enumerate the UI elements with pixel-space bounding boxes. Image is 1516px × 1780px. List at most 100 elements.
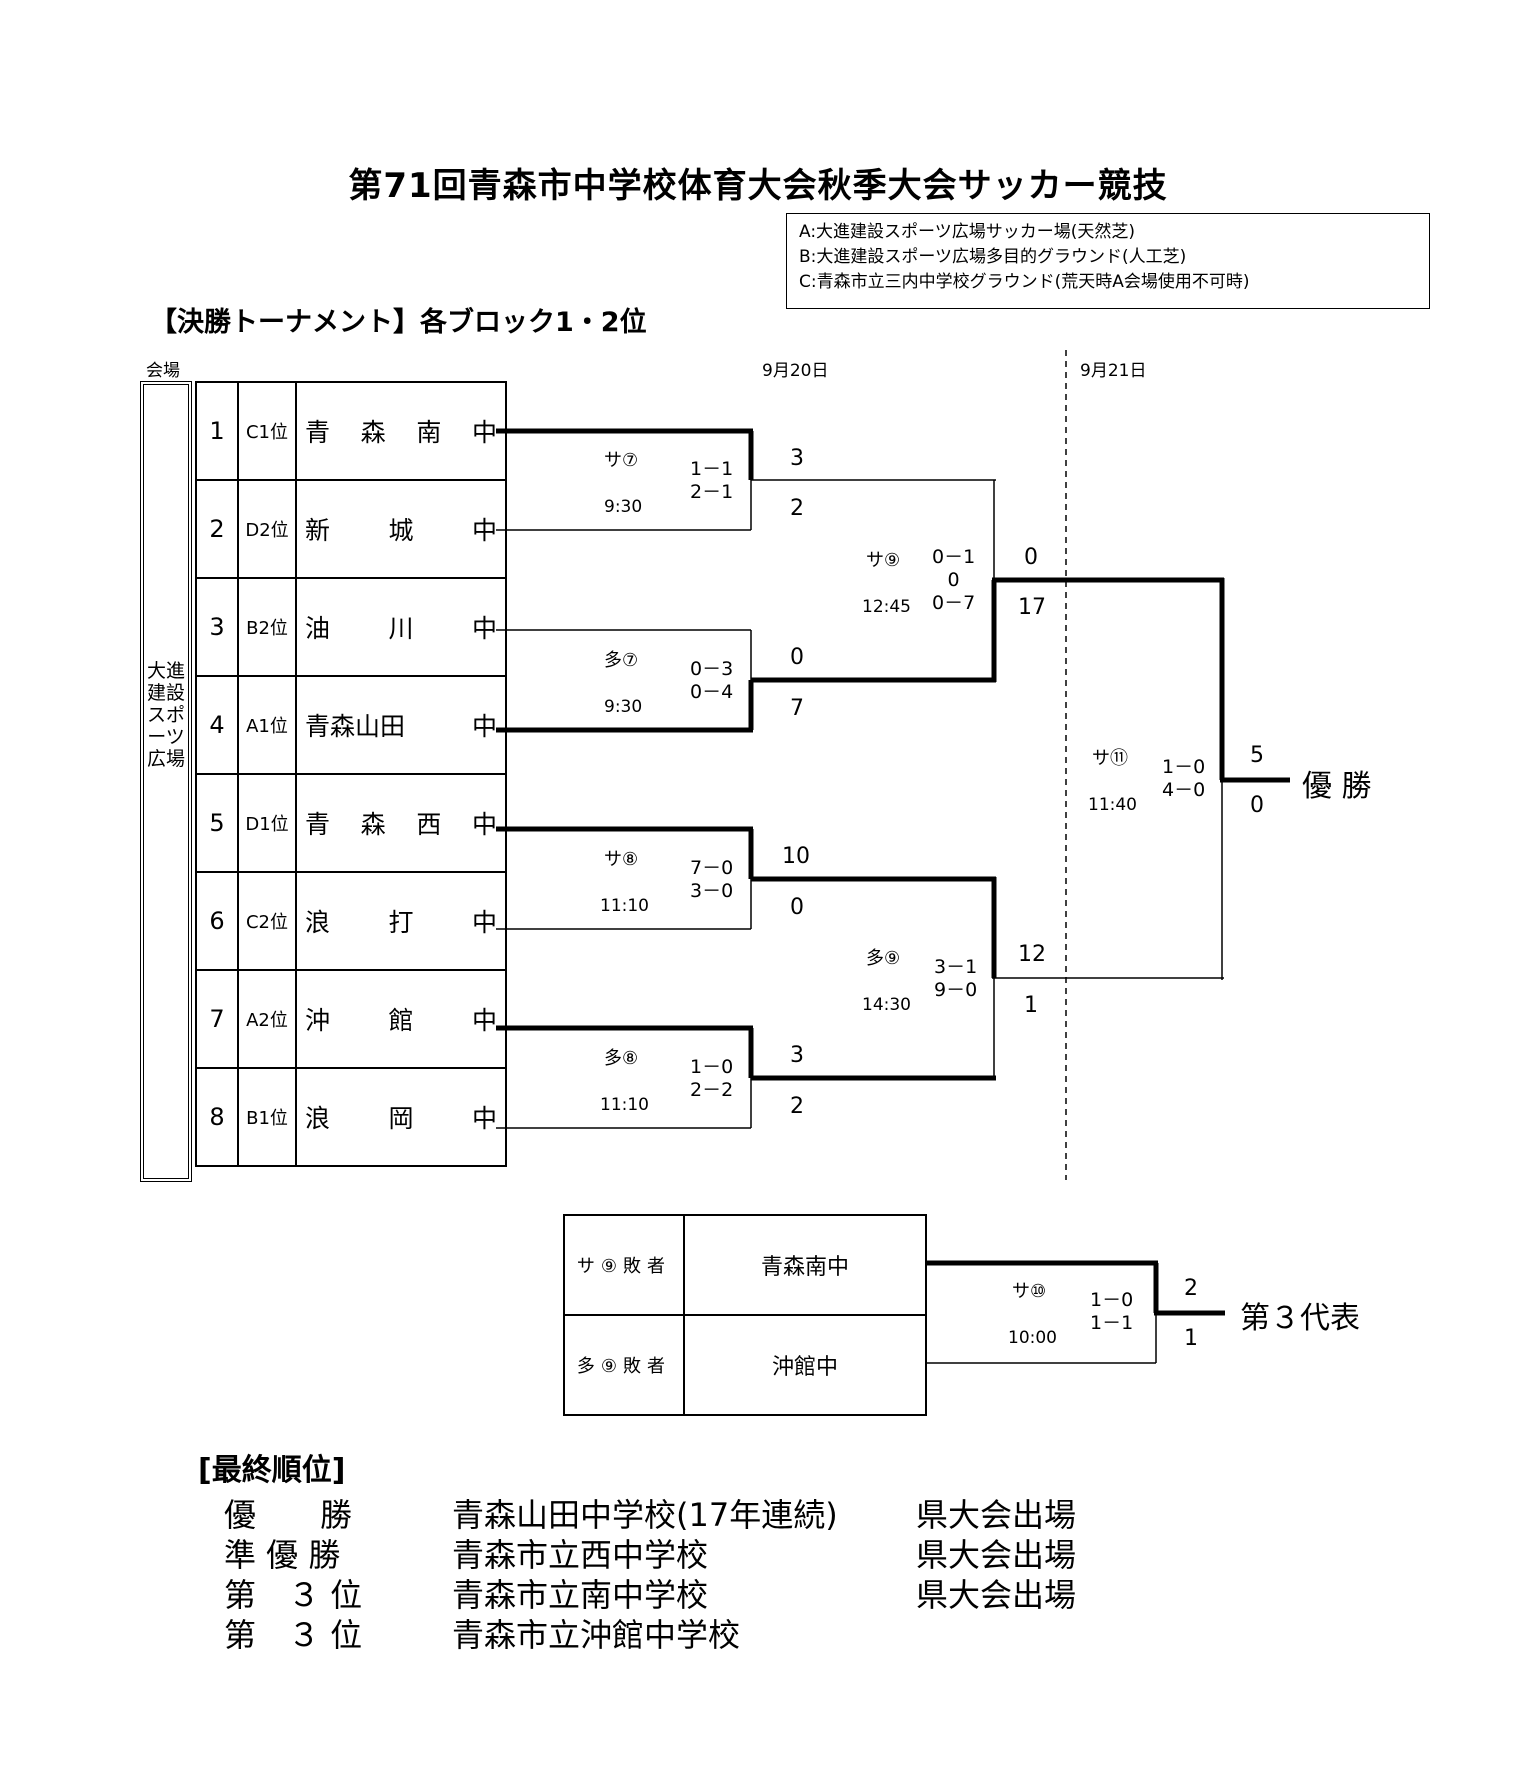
team-block-position: D1位 — [237, 773, 297, 873]
team-number: 1 — [195, 381, 239, 481]
s1-score-top: 0 — [1024, 545, 1038, 570]
venue-a: A:大進建設スポーツ広場サッカー場(天然芝) — [799, 222, 1135, 242]
m2-score-bottom: 7 — [790, 696, 804, 721]
third-row-label: サ⑨敗者 — [563, 1214, 685, 1316]
team-name-part: 中 — [471, 908, 497, 937]
t-halves: 1－0 1－1 — [1090, 1289, 1134, 1334]
team-name-chars: 沖館中 — [305, 1001, 497, 1037]
team-name-part: 中 — [471, 1104, 497, 1133]
team-name-part: 青 — [305, 418, 331, 447]
m3-score-top: 10 — [782, 844, 810, 869]
team-name-part: 打 — [388, 908, 414, 937]
team-name-part: 西 — [416, 810, 442, 839]
date-day1: 9月20日 — [762, 361, 829, 381]
team-name: 沖館中 — [295, 969, 507, 1069]
m4-label: 多⑧ — [604, 1048, 639, 1069]
team-name-part: 岡 — [388, 1104, 414, 1133]
m4-score-bottom: 2 — [790, 1094, 804, 1119]
team-number: 8 — [195, 1067, 239, 1167]
team-name-chars: 青森南中 — [305, 413, 497, 449]
m3-time: 11:10 — [600, 896, 649, 916]
third-label: 第３代表 — [1240, 1301, 1360, 1336]
winner-label: 優 勝 — [1302, 769, 1372, 804]
team-name: 油川中 — [295, 577, 507, 677]
f-time: 11:40 — [1088, 795, 1137, 815]
ranking-note: 県大会出場 — [916, 1536, 1077, 1574]
m1-label: サ⑦ — [604, 450, 639, 471]
team-name-chars: 新城中 — [305, 511, 497, 547]
ranking-school: 青森市立沖館中学校 — [452, 1616, 741, 1654]
m1-score-top: 3 — [790, 446, 804, 471]
m3-score-bottom: 0 — [790, 895, 804, 920]
ranking-place: 準 優 勝 — [224, 1536, 341, 1574]
team-name-part: 浪 — [305, 1104, 331, 1133]
team-block-position: A2位 — [237, 969, 297, 1069]
f-score-top: 5 — [1250, 743, 1264, 768]
team-name-part: 青森山田 — [305, 712, 406, 741]
ranking-place: 優 勝 — [224, 1496, 353, 1534]
s1-label: サ⑨ — [866, 550, 901, 571]
s2-halves: 3－1 9－0 — [934, 956, 978, 1001]
team-name-part: 森 — [360, 418, 386, 447]
tournament-subtitle: 【決勝トーナメント】各ブロック1・2位 — [150, 307, 647, 338]
m2-time: 9:30 — [604, 697, 643, 717]
f-label: サ⑪ — [1092, 748, 1128, 769]
m2-halves: 0－3 0－4 — [690, 658, 734, 703]
m4-time: 11:10 — [600, 1095, 649, 1115]
team-name-chars: 青森山田中 — [305, 707, 497, 743]
f-halves: 1－0 4－0 — [1162, 756, 1206, 801]
third-row-team: 青森南中 — [683, 1214, 927, 1316]
team-name-part: 浪 — [305, 908, 331, 937]
third-place-table: サ⑨敗者 青森南中 多⑨敗者 沖館中 — [563, 1214, 927, 1416]
ranking-note: 県大会出場 — [916, 1496, 1077, 1534]
m1-time: 9:30 — [604, 497, 643, 517]
s1-halves: 0－1 0 0－7 — [932, 546, 976, 614]
venue-name: 大進建設スポーツ広場 — [146, 660, 185, 770]
team-name: 浪岡中 — [295, 1067, 507, 1167]
team-number: 2 — [195, 479, 239, 579]
t-label: サ⑩ — [1012, 1281, 1047, 1302]
venue-b: B:大進建設スポーツ広場多目的グラウンド(人工芝) — [799, 247, 1187, 267]
venue-legend: A:大進建設スポーツ広場サッカー場(天然芝) B:大進建設スポーツ広場多目的グラ… — [786, 213, 1430, 309]
s2-label: 多⑨ — [866, 948, 901, 969]
third-row-label: 多⑨敗者 — [563, 1314, 685, 1416]
m1-halves: 1－1 2－1 — [690, 458, 734, 503]
s1-time: 12:45 — [862, 597, 911, 617]
m4-score-top: 3 — [790, 1043, 804, 1068]
team-name-chars: 浪打中 — [305, 903, 497, 939]
team-number: 4 — [195, 675, 239, 775]
t-score-top: 2 — [1184, 1276, 1198, 1301]
team-name: 浪打中 — [295, 871, 507, 971]
team-name-part: 森 — [360, 810, 386, 839]
t-time: 10:00 — [1008, 1328, 1057, 1348]
team-block-position: A1位 — [237, 675, 297, 775]
f-score-bottom: 0 — [1250, 793, 1264, 818]
ranking-school: 青森市立西中学校 — [452, 1536, 709, 1574]
team-name-part: 中 — [471, 516, 497, 545]
m2-label: 多⑦ — [604, 650, 639, 671]
date-day2: 9月21日 — [1080, 361, 1147, 381]
ranking-place: 第 ３ 位 — [224, 1576, 363, 1614]
page-title: 第71回青森市中学校体育大会秋季大会サッカー競技 — [348, 166, 1168, 206]
third-row: サ⑨敗者 青森南中 — [563, 1214, 927, 1316]
s2-time: 14:30 — [862, 995, 911, 1015]
team-block-position: B1位 — [237, 1067, 297, 1167]
team-name-part: 川 — [388, 614, 414, 643]
s2-score-bottom: 1 — [1024, 993, 1038, 1018]
team-name-part: 油 — [305, 614, 331, 643]
m2-score-top: 0 — [790, 645, 804, 670]
team-name-part: 中 — [471, 614, 497, 643]
m4-halves: 1－0 2－2 — [690, 1056, 734, 1101]
team-name: 新城中 — [295, 479, 507, 579]
m3-label: サ⑧ — [604, 849, 639, 870]
venue-c: C:青森市立三内中学校グラウンド(荒天時A会場使用不可時) — [799, 272, 1250, 292]
